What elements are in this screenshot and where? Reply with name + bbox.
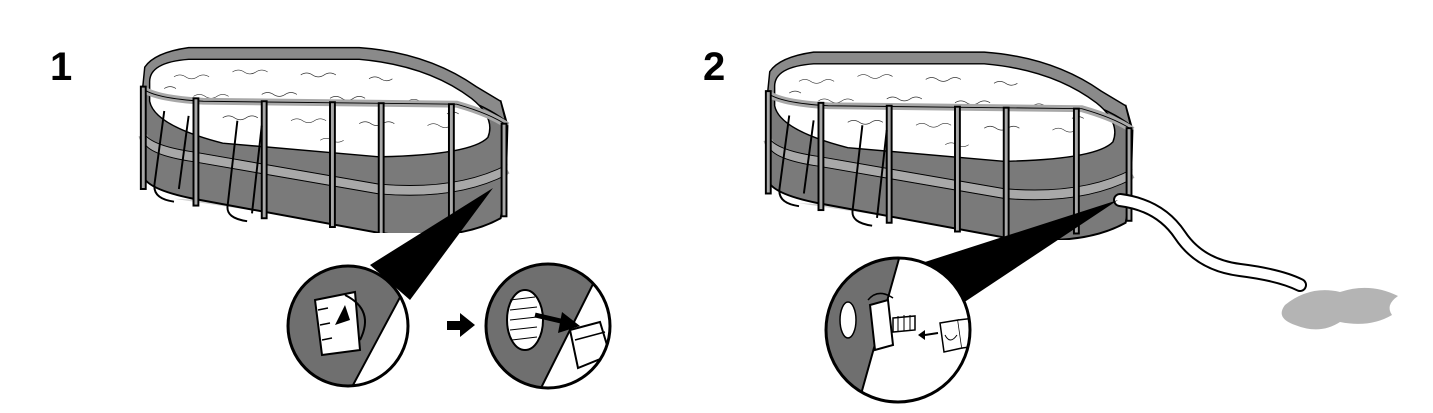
step-number: 1 bbox=[50, 45, 72, 89]
rotation-arrow-icon bbox=[344, 294, 366, 341]
rotation-arrow-icon bbox=[867, 292, 894, 301]
water-puddle bbox=[1281, 287, 1398, 330]
callout-wedge bbox=[370, 188, 493, 300]
pool-illustration bbox=[766, 52, 1133, 240]
detail-attach-hose bbox=[824, 256, 972, 404]
step-number: 2 bbox=[703, 45, 725, 89]
step-1: 1 bbox=[50, 45, 612, 390]
right-arrow-icon bbox=[447, 313, 475, 337]
detail-plug-removed bbox=[484, 262, 612, 390]
detail-remove-plug bbox=[286, 264, 410, 388]
step-2: 2 bbox=[703, 45, 1398, 404]
pool-illustration bbox=[141, 48, 508, 236]
